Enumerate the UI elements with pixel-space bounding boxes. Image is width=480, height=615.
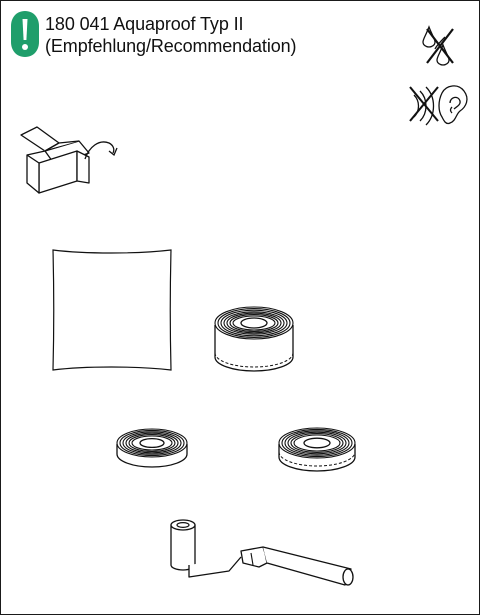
notice-header: 180 041 Aquaproof Typ II (Empfehlung/Rec… [9, 9, 297, 59]
paint-roller-icon [170, 519, 354, 586]
product-title: 180 041 Aquaproof Typ II [45, 14, 244, 34]
open-box-icon [20, 126, 118, 194]
membrane-sheet-icon [52, 249, 172, 371]
no-noise-icon [409, 85, 468, 126]
notice-text: 180 041 Aquaproof Typ II (Empfehlung/Rec… [45, 13, 297, 57]
warning-exclamation-icon [11, 11, 39, 57]
perforated-tape-roll-icon [278, 427, 356, 472]
tape-roll-icon [116, 428, 188, 468]
recommendation-label: (Empfehlung/Recommendation) [45, 36, 297, 56]
wide-tape-roll-icon [214, 306, 294, 372]
no-water-icon [422, 25, 454, 66]
